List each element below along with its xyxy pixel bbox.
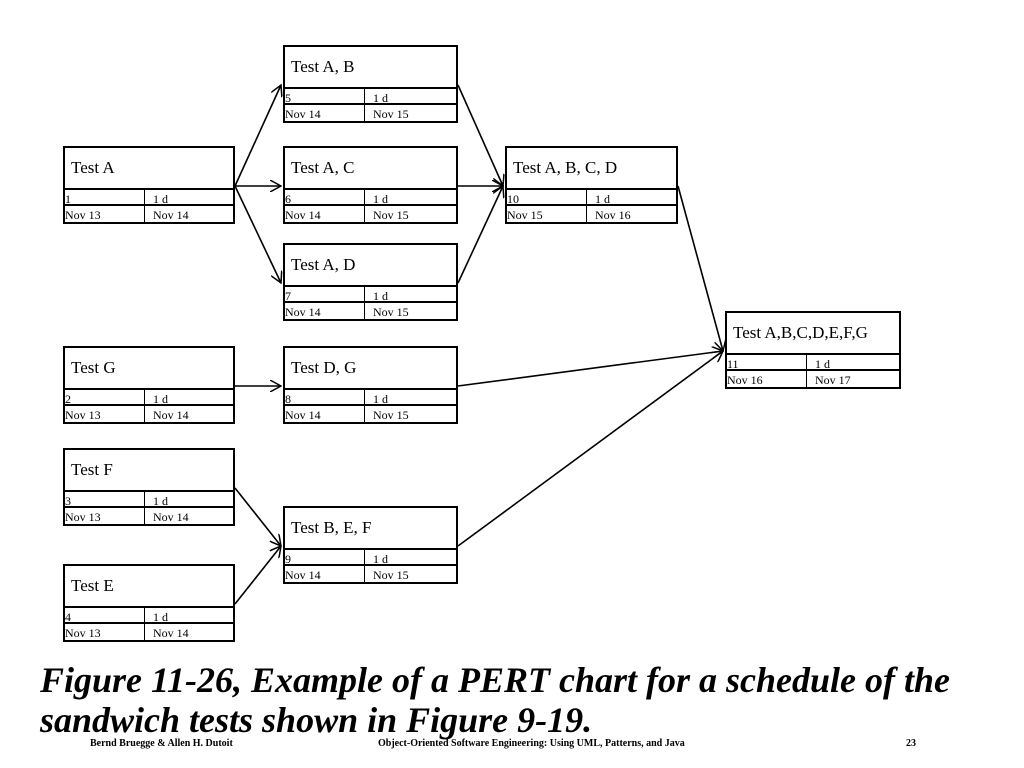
- task-id: 8: [285, 388, 365, 406]
- task-title: Test D, G: [291, 358, 357, 377]
- task-start-date: Nov 14: [285, 103, 365, 121]
- dependency-arrow: [457, 351, 723, 387]
- dependency-arrow: [677, 185, 723, 351]
- task-start-date: Nov 13: [65, 204, 145, 222]
- task-duration: 1 d: [145, 188, 233, 206]
- dependency-arrow: [457, 84, 503, 186]
- task-title: Test A, B, C, D: [513, 158, 618, 177]
- task-title: Test A, C: [291, 158, 355, 177]
- task-start-date: Nov 14: [285, 564, 365, 582]
- task-id: 6: [285, 188, 365, 206]
- task-start-date: Nov 15: [507, 204, 587, 222]
- footer-book-title: Object-Oriented Software Engineering: Us…: [378, 738, 685, 749]
- task-title: Test B, E, F: [291, 518, 372, 537]
- task-end-date: Nov 14: [145, 404, 233, 422]
- dependency-arrow: [234, 487, 281, 546]
- task-id: 7: [285, 285, 365, 303]
- task-start-date: Nov 13: [65, 622, 145, 640]
- task-id: 11: [727, 353, 807, 371]
- task-duration: 1 d: [365, 188, 456, 206]
- task-title: Test G: [71, 358, 116, 377]
- task-duration: 1 d: [365, 87, 456, 105]
- task-end-date: Nov 14: [145, 622, 233, 640]
- task-start-date: Nov 13: [65, 506, 145, 524]
- task-start-date: Nov 16: [727, 369, 807, 387]
- task-end-date: Nov 14: [145, 204, 233, 222]
- task-end-date: Nov 16: [587, 204, 676, 222]
- task-duration: 1 d: [145, 490, 233, 508]
- task-end-date: Nov 15: [365, 204, 456, 222]
- task-id: 5: [285, 87, 365, 105]
- task-duration: 1 d: [145, 388, 233, 406]
- task-id: 4: [65, 606, 145, 624]
- footer-authors: Bernd Bruegge & Allen H. Dutoit: [90, 738, 233, 749]
- task-id: 1: [65, 188, 145, 206]
- task-duration: 1 d: [365, 285, 456, 303]
- dependency-arrow: [234, 185, 281, 283]
- task-end-date: Nov 15: [365, 564, 456, 582]
- task-title: Test F: [71, 460, 113, 479]
- task-end-date: Nov 15: [365, 404, 456, 422]
- task-end-date: Nov 15: [365, 301, 456, 319]
- task-id: 3: [65, 490, 145, 508]
- task-duration: 1 d: [145, 606, 233, 624]
- task-start-date: Nov 14: [285, 204, 365, 222]
- task-end-date: Nov 17: [807, 369, 899, 387]
- dependency-arrow: [234, 546, 281, 605]
- task-end-date: Nov 14: [145, 506, 233, 524]
- dependency-arrow: [457, 351, 723, 547]
- figure-caption: Figure 11-26, Example of a PERT chart fo…: [40, 660, 951, 740]
- task-title: Test A, B: [291, 57, 355, 76]
- task-id: 10: [507, 188, 587, 206]
- footer-page-number: 23: [906, 738, 916, 749]
- task-id: 2: [65, 388, 145, 406]
- task-end-date: Nov 15: [365, 103, 456, 121]
- task-duration: 1 d: [587, 188, 676, 206]
- task-duration: 1 d: [365, 388, 456, 406]
- task-start-date: Nov 13: [65, 404, 145, 422]
- task-duration: 1 d: [365, 548, 456, 566]
- task-title: Test A, D: [291, 255, 356, 274]
- task-title: Test E: [71, 576, 114, 595]
- dependency-arrow: [234, 85, 281, 187]
- task-id: 9: [285, 548, 365, 566]
- task-duration: 1 d: [807, 353, 899, 371]
- task-title: Test A,B,C,D,E,F,G: [733, 323, 868, 342]
- dependency-arrow: [457, 186, 503, 284]
- task-title: Test A: [71, 158, 115, 177]
- task-start-date: Nov 14: [285, 301, 365, 319]
- task-start-date: Nov 14: [285, 404, 365, 422]
